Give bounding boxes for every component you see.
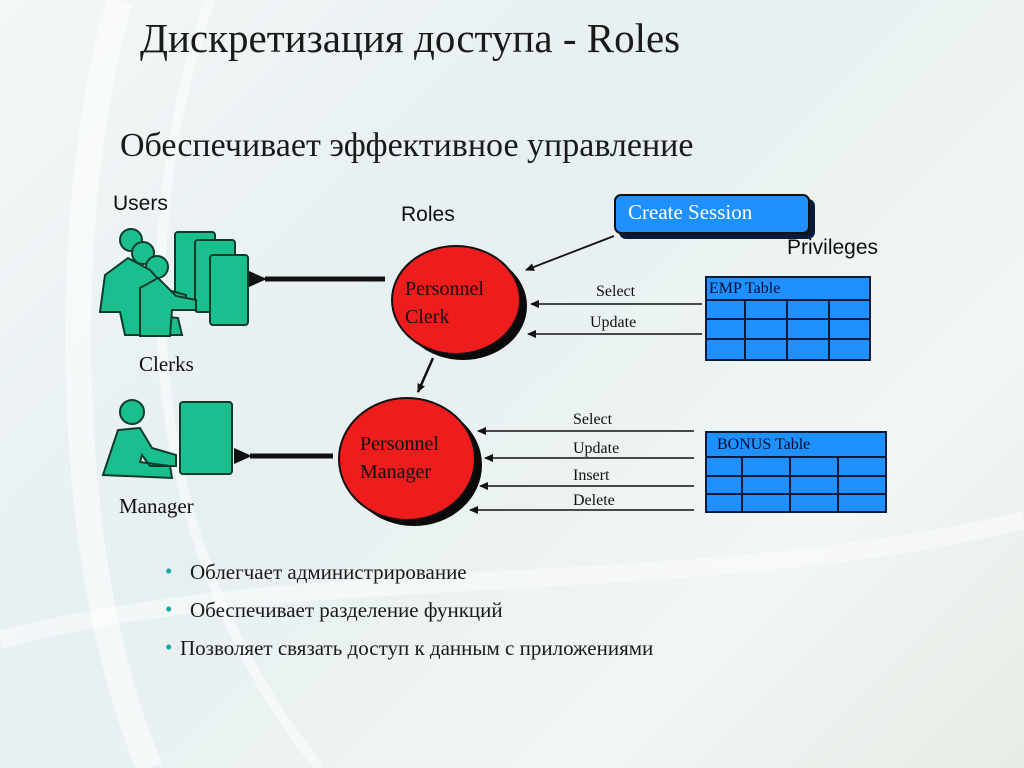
slide-subtitle: Обеспечивает эффективное управление [120, 127, 694, 164]
role-clerk-line2: Clerk [405, 306, 450, 328]
bullet-item: Обеспечивает разделение функций [165, 597, 653, 623]
create-session-box: Create Session [614, 194, 810, 234]
bonus-privilege-insert: Insert [573, 467, 610, 484]
bullet-item: Облегчает администрирование [165, 559, 653, 585]
bonus-table [705, 431, 887, 513]
manager-label: Manager [119, 494, 194, 518]
emp-table [705, 276, 871, 361]
manager-icon [101, 399, 233, 480]
bonus-privilege-select: Select [573, 411, 613, 428]
users-label: Users [113, 192, 168, 215]
clerks-icon [98, 228, 249, 337]
emp-privilege-select: Select [596, 283, 636, 300]
role-manager-line1: Personnel [360, 433, 439, 455]
role-clerk-line1: Personnel [405, 278, 484, 300]
bonus-privilege-update: Update [573, 440, 620, 457]
slide-title: Дискретизация доступа - Roles [140, 15, 681, 61]
emp-table-title: EMP Table [709, 280, 781, 297]
roles-label: Roles [401, 203, 455, 226]
emp-privilege-update: Update [590, 314, 637, 331]
bullet-item: Позволяет связать доступ к данным с прил… [165, 635, 653, 661]
role-manager-line2: Manager [360, 461, 432, 483]
clerks-label: Clerks [139, 352, 194, 376]
bullet-list: Облегчает администрирование Обеспечивает… [165, 559, 653, 674]
privileges-label: Privileges [787, 236, 879, 259]
role-personnel-clerk [391, 245, 521, 355]
bonus-privilege-delete: Delete [573, 492, 615, 509]
bonus-table-title: BONUS Table [717, 436, 811, 453]
role-personnel-manager [338, 397, 476, 521]
